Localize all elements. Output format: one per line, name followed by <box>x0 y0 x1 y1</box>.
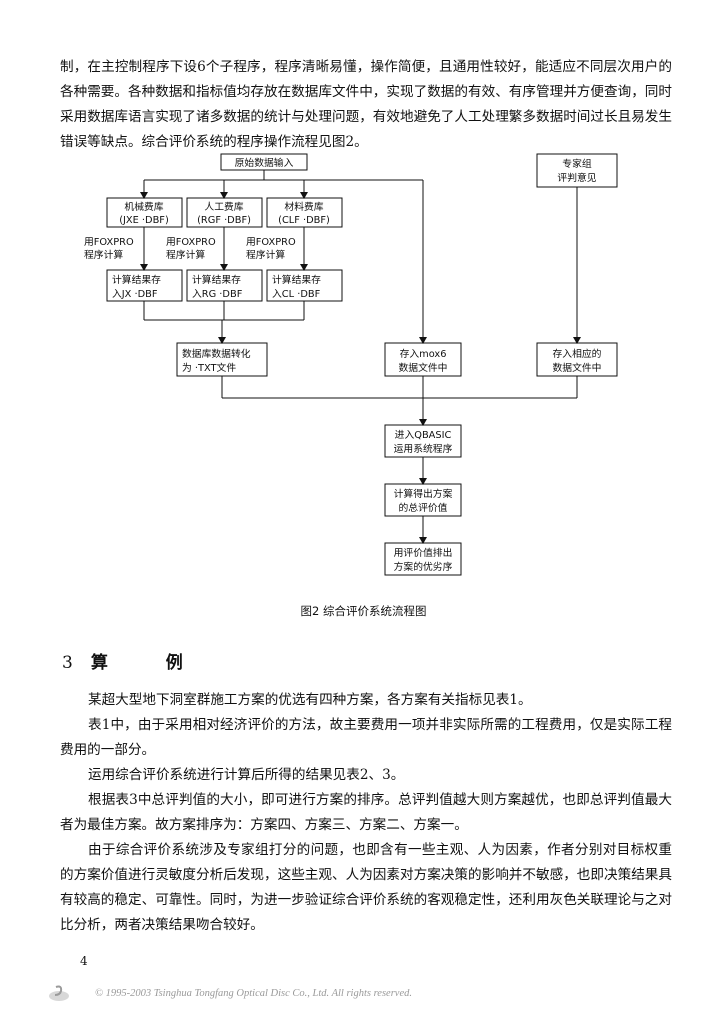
intro-text: 制，在主控制程序下设6个子程序，程序清晰易懂，操作简便，且通用性较好，能适应不同… <box>60 59 672 150</box>
db1-label-1: 机械费库 <box>124 200 163 213</box>
section-number: 3 <box>62 653 73 673</box>
intro-paragraph: 制，在主控制程序下设6个子程序，程序清晰易懂，操作简便，且通用性较好，能适应不同… <box>60 55 672 155</box>
qbasic-label-1: 进入QBASIC <box>395 429 452 441</box>
calc2-label-2: 程序计算 <box>166 248 205 261</box>
body-paragraph: 表1中，由于采用相对经济评价的方法，故主要费用一项并非实际所需的工程费用，仅是实… <box>60 717 672 758</box>
section-title: 算 例 <box>90 653 209 673</box>
body-paragraph: 由于综合评价系统涉及专家组打分的问题，也即含有一些主观、人为因素，作者分别对目标… <box>60 842 672 933</box>
res2-label-2: 入RG ·DBF <box>192 289 243 300</box>
res3-label-2: 入CL ·DBF <box>272 289 321 300</box>
db3-label-1: 材料费库 <box>284 200 323 213</box>
calc3-label-1: 用FOXPRO <box>246 237 296 248</box>
convert-label-2: 为 ·TXT文件 <box>182 361 236 374</box>
calc1-label-1: 用FOXPRO <box>84 237 134 248</box>
page-number: 4 <box>80 954 88 968</box>
res1-label-2: 入JX ·DBF <box>112 289 158 300</box>
mox-label-1: 存入mox6 <box>400 347 447 360</box>
body-text: 某超大型地下洞室群施工方案的优选有四种方案，各方案有关指标见表1。 表1中，由于… <box>60 688 672 938</box>
res2-label-1: 计算结果存 <box>192 273 241 286</box>
db2-label-1: 人工费库 <box>204 200 243 213</box>
calc-total-label-1: 计算得出方案 <box>394 487 453 500</box>
calc3-label-2: 程序计算 <box>246 248 285 261</box>
corr-label-1: 存入相应的 <box>553 347 602 360</box>
section-heading: 3 算 例 <box>62 648 209 673</box>
db1-label-2: (JXE ·DBF) <box>119 215 169 226</box>
expert-label-1: 专家组 <box>562 157 592 170</box>
db3-label-2: (CLF ·DBF) <box>278 215 330 226</box>
publisher-logo-icon <box>49 985 69 1001</box>
body-paragraph: 某超大型地下洞室群施工方案的优选有四种方案，各方案有关指标见表1。 <box>88 692 532 708</box>
copyright-footer: © 1995-2003 Tsinghua Tongfang Optical Di… <box>95 988 412 999</box>
convert-label-1: 数据库数据转化 <box>182 347 251 360</box>
rank-label-2: 方案的优劣序 <box>394 560 453 573</box>
rank-label-1: 用评价值排出 <box>394 546 453 559</box>
flowchart-figure: 原始数据输入 专家组 评判意见 机械费库 (JXE ·DBF) 人工费库 (RG… <box>84 153 618 576</box>
calc-total-label-2: 的总评价值 <box>399 501 448 514</box>
qbasic-label-2: 运用系统程序 <box>394 442 453 455</box>
res3-label-1: 计算结果存 <box>272 273 321 286</box>
calc2-label-1: 用FOXPRO <box>166 237 216 248</box>
calc1-label-2: 程序计算 <box>84 248 123 261</box>
corr-label-2: 数据文件中 <box>553 361 602 374</box>
body-paragraph: 运用综合评价系统进行计算后所得的结果见表2、3。 <box>88 767 405 783</box>
mox-label-2: 数据文件中 <box>399 361 448 374</box>
expert-label-2: 评判意见 <box>557 171 596 184</box>
figure-caption: 图2 综合评价系统流程图 <box>300 604 427 618</box>
input-label: 原始数据输入 <box>235 156 294 169</box>
db2-label-2: (RGF ·DBF) <box>197 215 251 226</box>
res1-label-1: 计算结果存 <box>112 273 161 286</box>
body-paragraph: 根据表3中总评判值的大小，即可进行方案的排序。总评判值越大则方案越优，也即总评判… <box>60 792 672 833</box>
